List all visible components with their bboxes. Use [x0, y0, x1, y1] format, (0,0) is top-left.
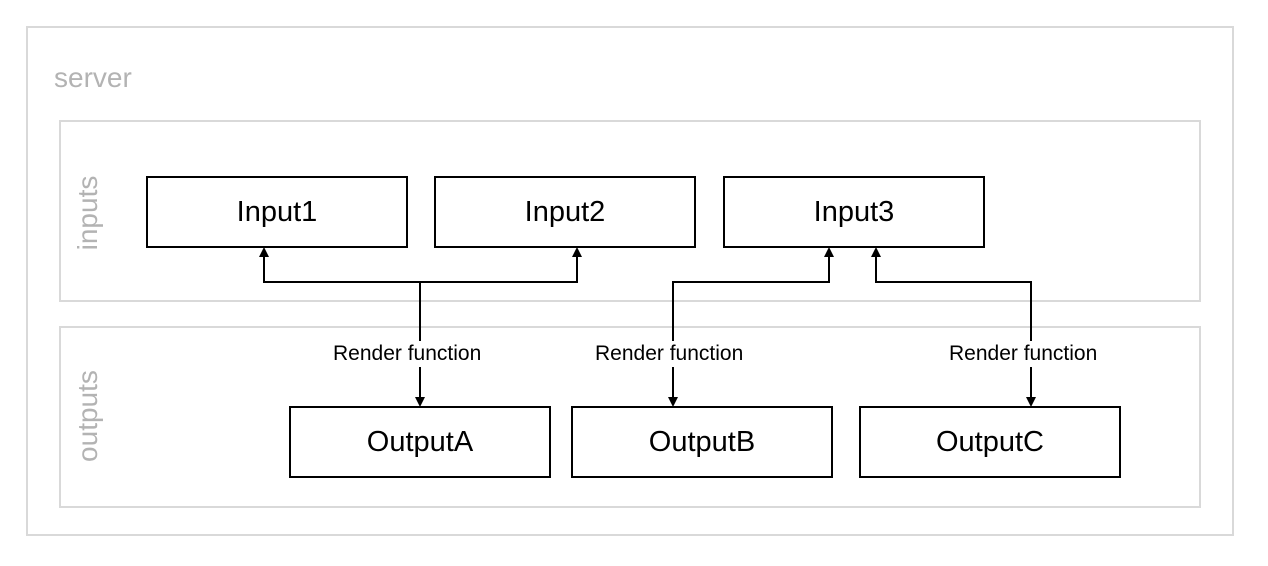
edge-render-to-input3-b: [672, 247, 834, 335]
edge-render-to-input2: [420, 247, 582, 283]
input2-node: Input2: [434, 176, 696, 248]
edge-render-to-input1: [259, 247, 420, 283]
server-label: server: [54, 62, 132, 93]
edge-label-outputA: Render function: [331, 341, 484, 367]
input3-node: Input3: [723, 176, 985, 248]
edge-label-outputB: Render function: [593, 341, 746, 367]
input1-node: Input1: [146, 176, 408, 248]
edge-label-outputC: Render function: [947, 341, 1100, 367]
edge-render-to-input3-c: [871, 247, 1032, 335]
outputB-node: OutputB: [571, 406, 833, 478]
outputA-node: OutputA: [289, 406, 551, 478]
outputC-node: OutputC: [859, 406, 1121, 478]
